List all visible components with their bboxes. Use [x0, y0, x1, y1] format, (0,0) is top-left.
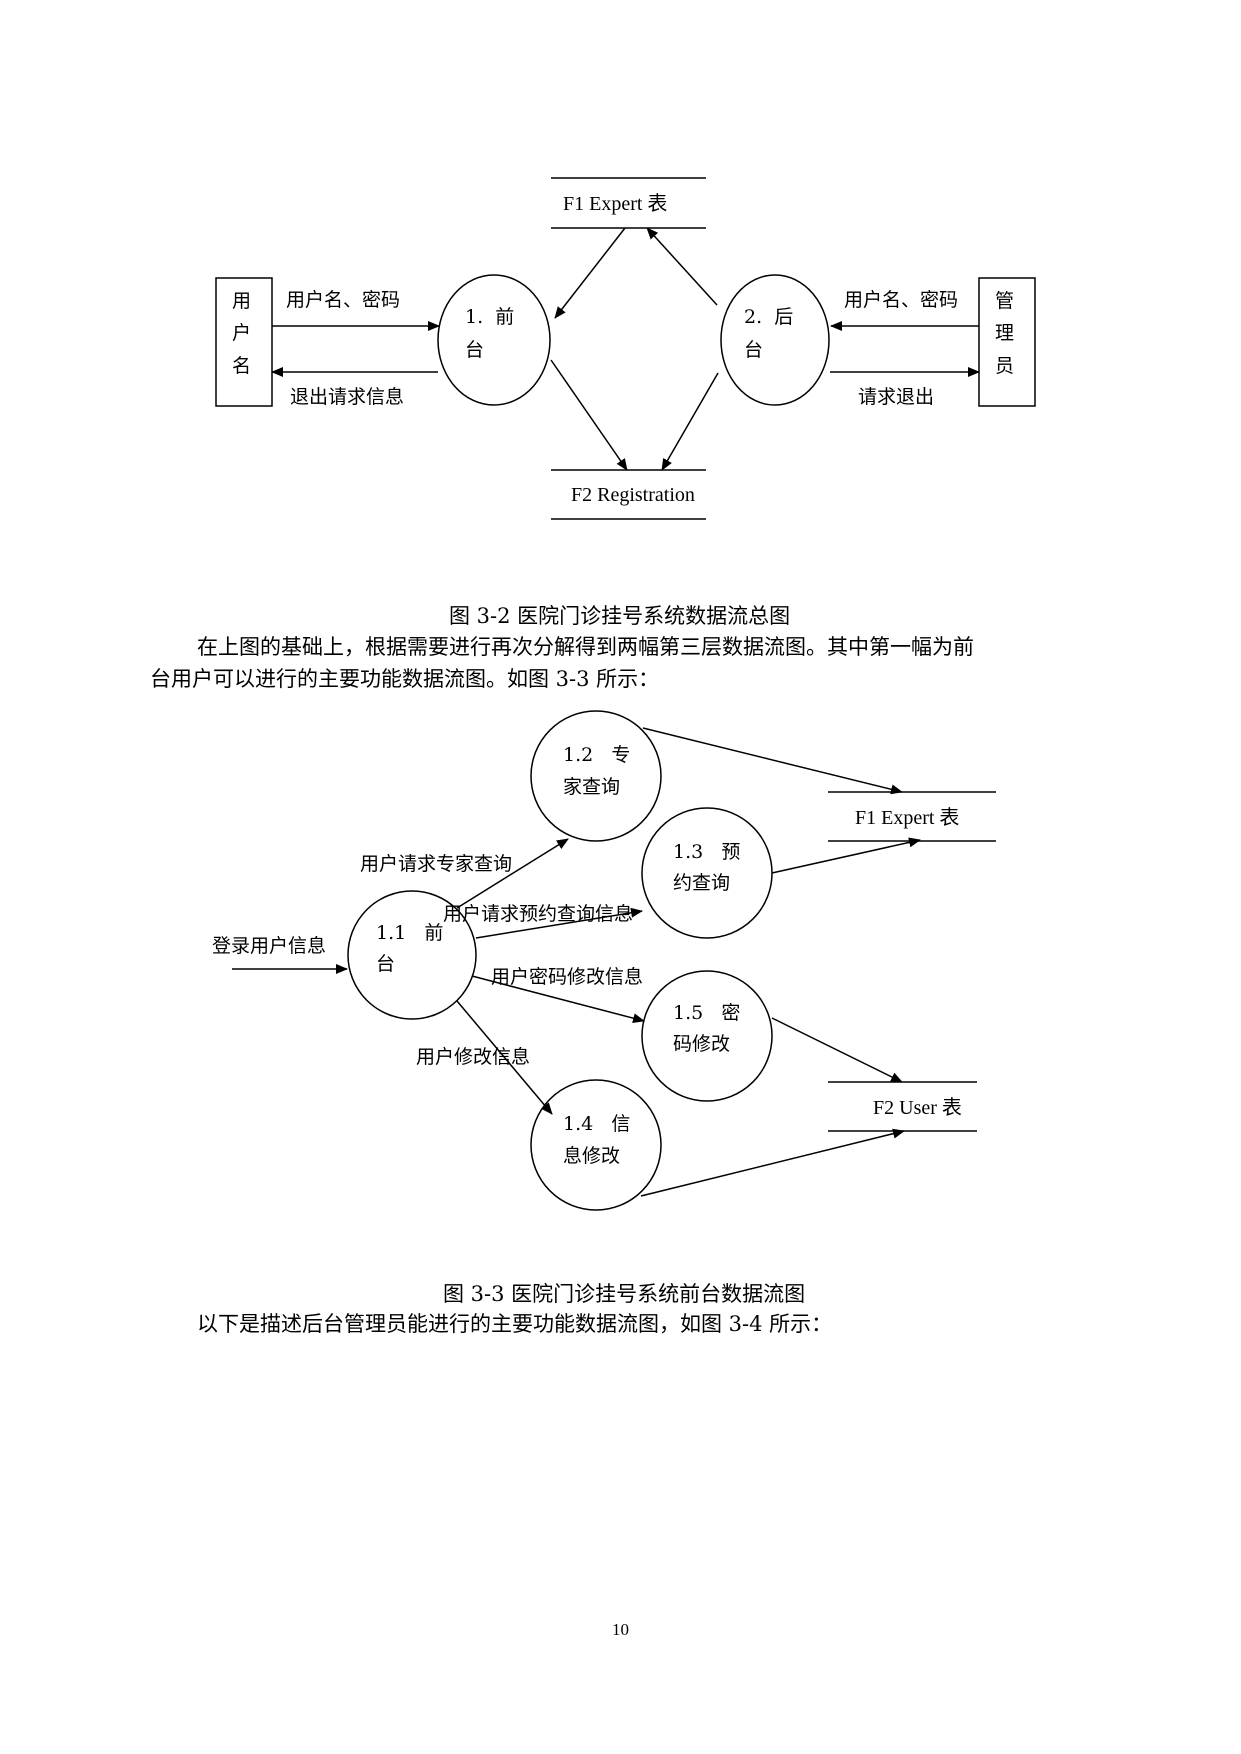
store-f2-label: F2 Registration	[571, 484, 695, 506]
process-1-1-label-1: 1.1 前	[376, 922, 443, 944]
process-1-2-circle	[530, 710, 662, 842]
flow-expert-label: 用户请求专家查询	[360, 853, 512, 875]
entity-user-char-3: 名	[232, 355, 251, 377]
flow-front-to-f2-arrow	[550, 359, 628, 471]
process-1-4-label-2: 息修改	[563, 1145, 620, 1167]
flow-1-4-to-f2-arrow	[640, 1128, 905, 1197]
page-number: 10	[612, 1620, 629, 1639]
figure-3-3	[232, 710, 996, 1211]
store-f1-label: F1 Expert 表	[563, 192, 667, 215]
flow-login-label: 登录用户信息	[212, 935, 326, 957]
flow-password-label: 用户密码修改信息	[491, 966, 643, 988]
flow-modify-label: 用户修改信息	[416, 1046, 530, 1068]
figure-3-3-caption: 图 3-3 医院门诊挂号系统前台数据流图	[443, 1282, 806, 1306]
flow-expert-arrow	[456, 838, 569, 909]
process-back-label-1: 2. 后	[744, 306, 793, 328]
flow-admin-exit-label: 请求退出	[858, 386, 934, 408]
entity-admin-char-2: 理	[995, 322, 1014, 344]
flow-modify-arrow	[456, 1000, 553, 1115]
figure-3-2-caption: 图 3-2 医院门诊挂号系统数据流总图	[449, 604, 791, 628]
paragraph-1-line-1: 在上图的基础上，根据需要进行再次分解得到两幅第三层数据流图。其中第一幅为前	[197, 635, 974, 659]
figure-3-3-labels: F1 Expert 表 F2 User 表 1.1 前 台 1.2 专 家查询 …	[212, 744, 962, 1167]
paragraph-2-line-1: 以下是描述后台管理员能进行的主要功能数据流图，如图 3-4 所示：	[197, 1312, 833, 1336]
process-front-label-2: 台	[465, 339, 484, 361]
entity-user-char-2: 户	[232, 322, 251, 344]
process-1-3-label-2: 约查询	[673, 872, 730, 894]
flow-back-to-f1-arrow	[646, 227, 718, 306]
process-1-5-label-2: 码修改	[673, 1033, 730, 1055]
process-1-1-circle	[347, 890, 477, 1020]
store-f1b-label: F1 Expert 表	[855, 806, 959, 829]
flow-password-arrow	[471, 975, 645, 1024]
entity-admin-box	[978, 277, 1036, 407]
flow-1-5-to-f2-arrow	[771, 1017, 903, 1083]
flow-f1-to-front-arrow	[554, 227, 626, 319]
flow-user-exit-label: 退出请求信息	[290, 386, 404, 408]
flow-back-to-f2-arrow	[661, 372, 719, 471]
process-back-label-2: 台	[744, 339, 763, 361]
flow-user-login-label: 用户名、密码	[286, 289, 400, 311]
figure-3-2	[215, 177, 1036, 520]
flow-1-3-to-f1-arrow	[771, 837, 921, 874]
process-back-circle	[720, 274, 830, 406]
process-front-circle	[437, 274, 551, 406]
flow-reserve-label: 用户请求预约查询信息	[443, 903, 633, 925]
entity-user-box	[215, 277, 273, 407]
store-f2b-label: F2 User 表	[873, 1096, 962, 1119]
process-1-4-label-1: 1.4 信	[563, 1113, 630, 1135]
flow-reserve-arrow	[475, 907, 643, 939]
paragraph-1-line-2: 台用户可以进行的主要功能数据流图。如图 3-3 所示：	[150, 667, 660, 691]
figure-3-2-labels: F1 Expert 表 F2 Registration 用 户 名 管 理 员 …	[232, 192, 1014, 506]
process-1-2-label-1: 1.2 专	[563, 744, 630, 766]
entity-admin-char-3: 员	[995, 355, 1014, 377]
process-1-5-circle	[641, 970, 773, 1102]
entity-admin-char-1: 管	[995, 290, 1014, 312]
flow-1-2-to-f1-arrow	[642, 727, 903, 795]
process-1-3-label-1: 1.3 预	[673, 841, 740, 863]
process-1-5-label-1: 1.5 密	[673, 1002, 740, 1024]
process-1-4-circle	[530, 1079, 662, 1211]
process-1-2-label-2: 家查询	[563, 776, 620, 798]
process-1-1-label-2: 台	[376, 953, 395, 975]
entity-user-char-1: 用	[232, 290, 251, 312]
flow-admin-login-label: 用户名、密码	[844, 289, 958, 311]
process-front-label-1: 1. 前	[465, 306, 514, 328]
